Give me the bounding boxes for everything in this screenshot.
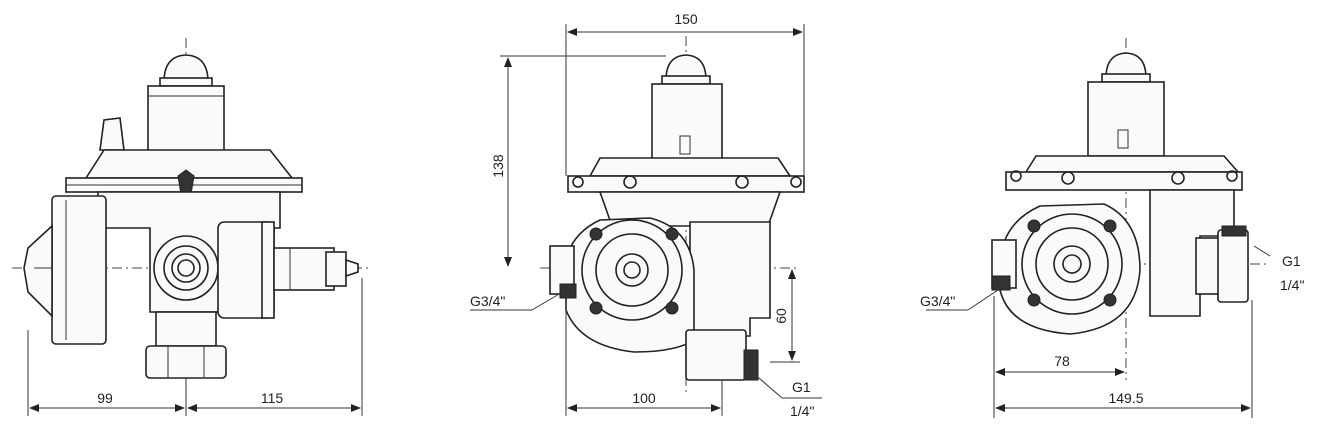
right-view: G1 1/4" G3/4" 78 149.5 (920, 38, 1304, 418)
dim-label-150: 150 (674, 11, 698, 27)
left-dimensions: 99 115 (27, 278, 363, 416)
left-diaphragm-housing (65, 149, 303, 201)
left-vent-fitting (99, 117, 125, 151)
middle-view: 150 138 60 100 G3/4" G1 1/4" (470, 11, 822, 419)
right-thread-label-outlet-a: G1 (1282, 253, 1301, 269)
middle-diaphragm-housing (567, 157, 805, 227)
middle-valve-body (549, 217, 771, 381)
right-valve-body (991, 189, 1249, 335)
dim-label-99: 99 (97, 390, 113, 406)
thread-label-inlet: G3/4" (470, 293, 505, 309)
dim-label-149-5: 149.5 (1108, 390, 1143, 406)
dim-label-78: 78 (1054, 353, 1070, 369)
left-top-cap (147, 54, 225, 153)
dim-label-115: 115 (261, 390, 284, 406)
middle-top-cap (651, 54, 723, 161)
left-valve-body (23, 191, 359, 379)
dim-label-100: 100 (632, 390, 656, 406)
right-thread-label-inlet: G3/4" (920, 293, 955, 309)
middle-dimensions: 150 138 60 100 G3/4" G1 1/4" (470, 11, 822, 419)
right-dimensions: G1 1/4" G3/4" 78 149.5 (920, 245, 1304, 418)
left-view: 99 115 (12, 38, 370, 416)
right-diaphragm-housing (1005, 155, 1243, 191)
right-thread-label-outlet-b: 1/4" (1280, 277, 1304, 293)
thread-label-outlet-b: 1/4" (790, 403, 814, 419)
thread-label-outlet-a: G1 (792, 379, 811, 395)
dim-label-138: 138 (490, 154, 506, 178)
right-top-cap (1087, 52, 1165, 157)
dim-label-60: 60 (773, 308, 789, 324)
